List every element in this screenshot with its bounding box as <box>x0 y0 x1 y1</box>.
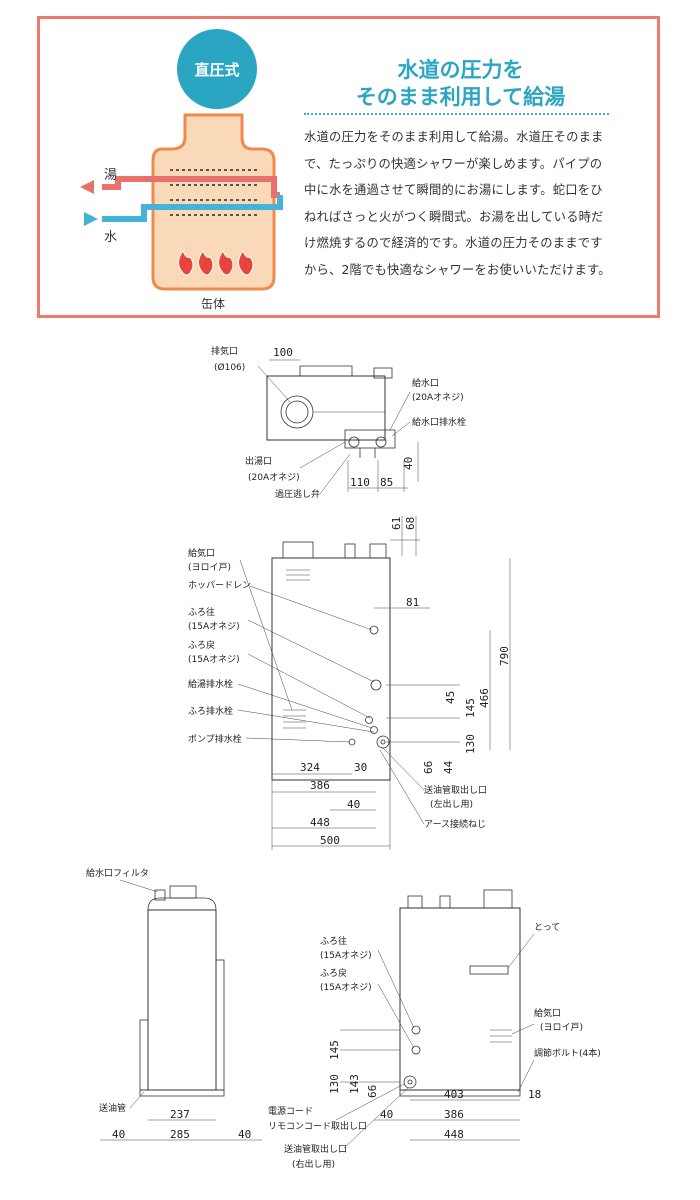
dim-237: 237 <box>170 1108 190 1121</box>
dim-66-right: 66 <box>366 1085 379 1098</box>
front-bath-return-spec: (15Aオネジ) <box>188 654 240 665</box>
dim-85: 85 <box>380 476 393 489</box>
heading-line-1: 水道の圧力を <box>397 58 524 82</box>
description-text: 水道の圧力をそのまま利用して給湯。水道圧そのままで、たっぷりの快適シャワーが楽し… <box>304 130 611 277</box>
inlet-filter-label: 給水口フィルタ <box>86 867 149 879</box>
water-inlet-spec: (20Aオネジ) <box>412 392 464 403</box>
supply-drain-label: 給湯排水栓 <box>188 678 233 690</box>
front-oil-pipe-label: 送油管取出し口 <box>424 784 487 796</box>
dim-448-front: 448 <box>310 816 330 829</box>
inlet-drain-label: 給水口排水栓 <box>412 416 466 428</box>
intro-panel: 直圧式 湯 水 缶体 水道の圧力を そのまま利用して給湯 水道の圧力をそのまま利 <box>37 16 660 318</box>
dim-466: 466 <box>478 688 491 708</box>
tank-body <box>151 113 276 291</box>
hopper-drain-label: ホッパードレン <box>188 580 251 591</box>
front-bath-go-spec: (15Aオネジ) <box>188 621 240 632</box>
dim-145-right: 145 <box>328 1040 341 1060</box>
dim-40-right: 40 <box>380 1108 393 1121</box>
right-air-inlet-label: 給気口 <box>534 1007 561 1019</box>
tank-illustration: 直圧式 湯 水 缶体 <box>80 29 283 311</box>
badge-label: 直圧式 <box>194 61 239 79</box>
remote-outlet-label: リモコンコード取出し口 <box>268 1120 367 1132</box>
bath-drain-label: ふろ排水栓 <box>188 705 233 717</box>
technical-drawings: 100 排気口 (Ø106) 給水口 (20Aオネジ) 給水口排水栓 出湯口 (… <box>86 345 601 1170</box>
right-air-inlet-spec: (ヨロイ戸) <box>540 1022 583 1033</box>
top-view: 100 排気口 (Ø106) 給水口 (20Aオネジ) 給水口排水栓 出湯口 (… <box>211 345 466 500</box>
hot-outlet-label: 出湯口 <box>245 455 272 467</box>
relief-valve-label: 過圧逃し弁 <box>275 488 320 500</box>
front-view-body <box>271 557 391 781</box>
right-side-view: ふろ往 (15Aオネジ) ふろ戻 (15Aオネジ) とって 給気口 (ヨロイ戸)… <box>268 889 601 1170</box>
dim-285: 285 <box>170 1128 190 1141</box>
power-cord-label: 電源コード <box>268 1106 313 1117</box>
exhaust-dia: (Ø106) <box>214 362 245 373</box>
front-air-inlet-label: 給気口 <box>188 547 215 559</box>
dim-130-right: 130 <box>328 1074 341 1094</box>
dim-68: 68 <box>404 517 417 530</box>
left-side-view: 給水口フィルタ 送油管 237 40 285 40 <box>86 867 262 1141</box>
dim-403: 403 <box>444 1088 464 1101</box>
hot-outlet-spec: (20Aオネジ) <box>248 472 300 483</box>
dim-386: 386 <box>310 779 330 792</box>
heat-exchanger <box>170 169 258 216</box>
front-bath-go-label: ふろ往 <box>188 606 215 618</box>
dim-40: 40 <box>402 457 415 470</box>
label-hot: 湯 <box>104 168 117 183</box>
dim-110: 110 <box>350 476 370 489</box>
front-view: 給気口 (ヨロイ戸) ホッパードレン ふろ往 (15Aオネジ) ふろ戻 (15A… <box>188 516 511 850</box>
dim-61: 61 <box>390 517 403 530</box>
pump-drain-label: ポンプ排水栓 <box>188 733 242 745</box>
dim-40-left-a: 40 <box>112 1128 125 1141</box>
dim-500: 500 <box>320 834 340 847</box>
label-tank: 缶体 <box>201 297 225 311</box>
dim-100: 100 <box>273 346 293 359</box>
water-inlet-label: 給水口 <box>412 377 439 389</box>
dim-143: 143 <box>348 1074 361 1094</box>
right-oil-pipe-side: (右出し用) <box>292 1158 335 1170</box>
dim-145: 145 <box>464 698 477 718</box>
earth-screw-label: アース接続ねじ <box>424 818 486 830</box>
flame-icons <box>178 249 254 276</box>
cold-pipe <box>102 195 283 222</box>
dim-130: 130 <box>464 734 477 754</box>
front-bath-return-label: ふろ戻 <box>188 639 215 651</box>
dim-40-front: 40 <box>347 798 360 811</box>
left-oil-pipe-label: 送油管 <box>99 1102 126 1114</box>
dotted-divider <box>304 113 609 115</box>
dim-448-right: 448 <box>444 1128 464 1141</box>
right-bath-return-spec: (15Aオネジ) <box>320 982 372 993</box>
dim-40-left-b: 40 <box>238 1128 251 1141</box>
dim-790: 790 <box>498 646 511 666</box>
badge-circle <box>177 29 257 109</box>
right-view-body <box>399 907 521 1091</box>
cold-arrow-icon <box>84 212 98 226</box>
left-view-body <box>147 909 217 1091</box>
exhaust-label: 排気口 <box>211 345 238 357</box>
adjust-bolt-label: 調節ボルト(4本) <box>534 1047 601 1059</box>
dim-18: 18 <box>528 1088 541 1101</box>
dim-44: 44 <box>442 760 455 774</box>
right-bath-go-label: ふろ往 <box>320 935 347 947</box>
right-oil-pipe-label: 送油管取出し口 <box>284 1143 347 1155</box>
right-bath-return-label: ふろ戻 <box>320 967 347 979</box>
dim-81: 81 <box>406 596 419 609</box>
dim-66: 66 <box>422 761 435 774</box>
label-water: 水 <box>104 230 117 245</box>
heading-line-2: そのまま利用して給湯 <box>355 85 566 109</box>
front-air-inlet-spec: (ヨロイ戸) <box>188 562 231 573</box>
heading: 水道の圧力を そのまま利用して給湯 <box>308 57 613 111</box>
hot-arrow-icon <box>80 180 94 194</box>
handle-label: とって <box>534 922 560 933</box>
dim-324: 324 <box>300 761 320 774</box>
dim-386-right: 386 <box>444 1108 464 1121</box>
front-oil-pipe-side: (左出し用) <box>430 798 473 810</box>
right-bath-go-spec: (15Aオネジ) <box>320 950 372 961</box>
dim-30: 30 <box>354 761 367 774</box>
dim-45: 45 <box>444 691 457 704</box>
hot-pipe <box>102 176 280 198</box>
